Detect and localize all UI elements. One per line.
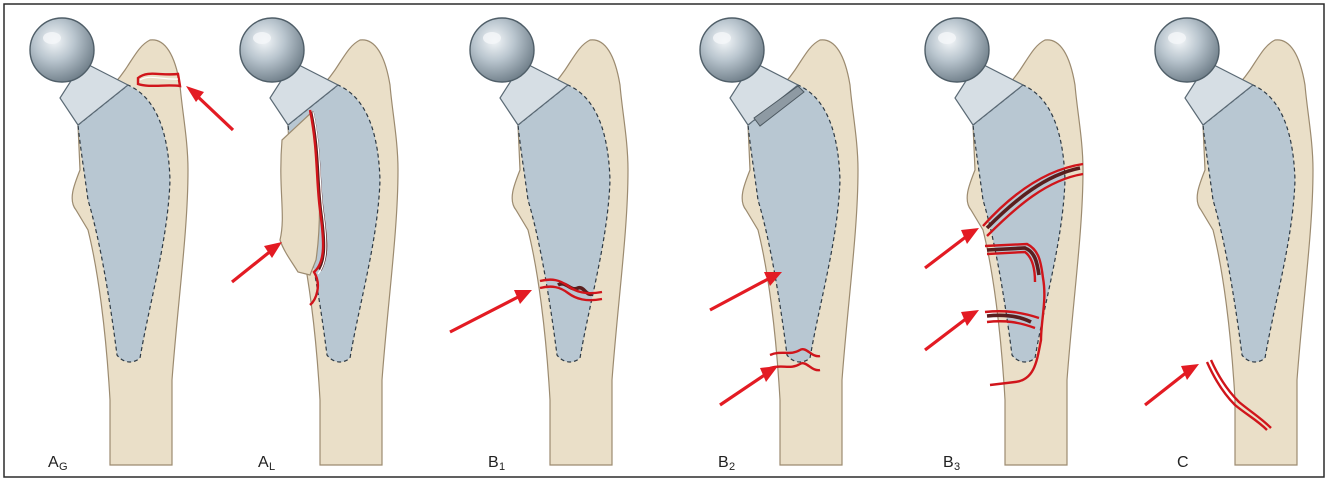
pointer-arrow [925,318,967,350]
pointer-arrow [1145,372,1187,405]
panel-b1: B 1 [450,18,628,473]
panel-label: B [718,454,729,471]
panel-label: A [258,454,269,471]
panel-label: C [1177,454,1189,471]
panel-label-subscript: L [269,461,275,473]
pointer-arrow [925,236,967,268]
pointer-arrow [196,95,233,130]
panel-ag: A G [30,18,233,473]
prosthesis-head [470,18,534,82]
head-highlight [483,32,501,44]
panel-label: A [48,454,59,471]
arrow-head [961,310,979,326]
pointer-arrow [720,374,766,405]
head-highlight [1168,32,1186,44]
panel-label-subscript: G [59,461,68,473]
pointer-arrow [232,250,272,282]
head-highlight [713,32,731,44]
arrow-head [961,228,979,244]
panel-label-subscript: 1 [499,461,505,473]
prosthesis-head [240,18,304,82]
panel-al: A L [232,18,398,473]
panel-b3: B 3 [925,18,1083,473]
prosthesis-head [30,18,94,82]
panel-label: B [943,454,954,471]
arrow-head [760,366,778,382]
panel-label-subscript: 2 [729,461,735,473]
pointer-arrow [450,296,520,332]
pointer-arrow [710,278,770,310]
panel-c: C [1145,18,1313,471]
prosthesis-head [700,18,764,82]
head-highlight [43,32,61,44]
head-highlight [938,32,956,44]
prosthesis-head [925,18,989,82]
panel-b2: B 2 [700,18,858,473]
prosthesis-head [1155,18,1219,82]
arrow-head [1181,364,1199,380]
panel-label-subscript: 3 [954,461,960,473]
figure-border [4,4,1324,477]
panel-label: B [488,454,499,471]
head-highlight [253,32,271,44]
